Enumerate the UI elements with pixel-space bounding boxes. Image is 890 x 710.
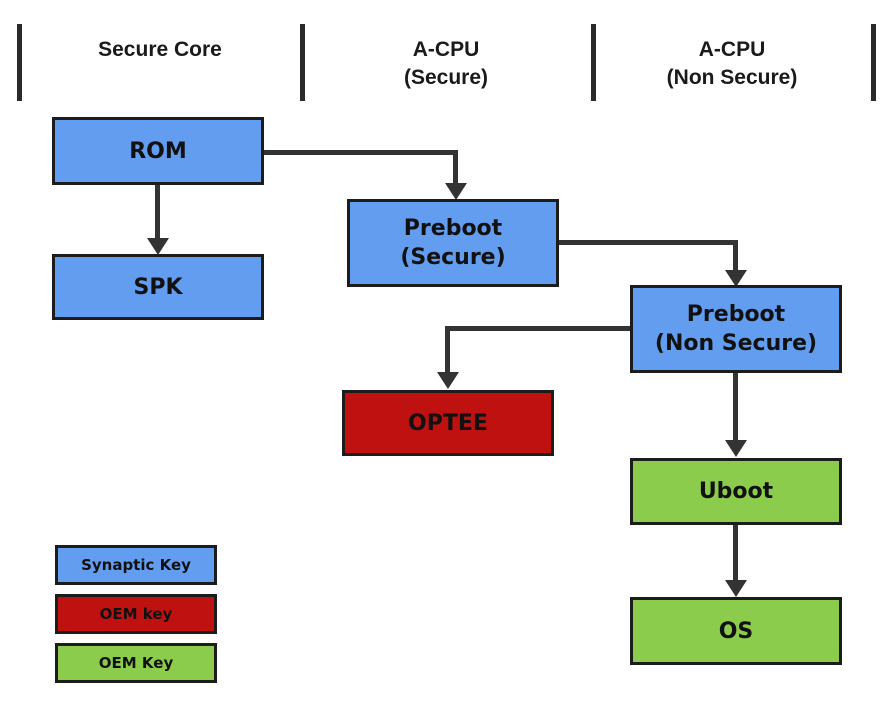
edge-preboot-non-secure-to-optee-arrowhead (437, 372, 459, 389)
legend-item-oem-key-green: OEM Key (55, 643, 217, 683)
edge-preboot-secure-to-non-secure-arrowhead (725, 270, 747, 287)
node-spk[interactable]: SPK (52, 254, 264, 320)
edge-rom-to-preboot-secure-v (453, 150, 458, 185)
edge-rom-to-preboot-secure-arrowhead (445, 183, 467, 200)
edge-preboot-non-secure-to-uboot-arrowhead (725, 440, 747, 457)
column-divider-right (871, 24, 876, 101)
node-preboot-non-secure[interactable]: Preboot (Non Secure) (630, 285, 842, 373)
column-divider-left (17, 24, 22, 101)
column-divider-2 (591, 24, 596, 101)
column-divider-1 (300, 24, 305, 101)
edge-preboot-non-secure-to-optee-v (445, 326, 450, 374)
edge-rom-to-spk-arrowhead (147, 238, 169, 255)
node-os[interactable]: OS (630, 597, 842, 665)
edge-preboot-non-secure-to-optee-h (445, 326, 633, 331)
edge-uboot-to-os-line (733, 525, 738, 582)
edge-rom-to-preboot-secure-h (262, 150, 458, 155)
column-title-acpu-non-secure: A-CPU (Non Secure) (666, 38, 798, 89)
edge-rom-to-spk-line (155, 185, 160, 240)
edge-preboot-non-secure-to-uboot-line (733, 373, 738, 441)
node-preboot-secure[interactable]: Preboot (Secure) (347, 199, 559, 287)
edge-preboot-secure-to-non-secure-v (733, 240, 738, 273)
node-rom[interactable]: ROM (52, 117, 264, 185)
edge-preboot-secure-to-non-secure-h (556, 240, 738, 245)
node-optee[interactable]: OPTEE (342, 390, 554, 456)
node-uboot[interactable]: Uboot (630, 458, 842, 525)
legend-item-synaptic-key: Synaptic Key (55, 545, 217, 585)
column-title-secure-core: Secure Core (98, 38, 222, 61)
column-title-acpu-secure: A-CPU (Secure) (403, 38, 489, 89)
edge-uboot-to-os-arrowhead (725, 580, 747, 597)
legend-item-oem-key-red: OEM key (55, 594, 217, 634)
